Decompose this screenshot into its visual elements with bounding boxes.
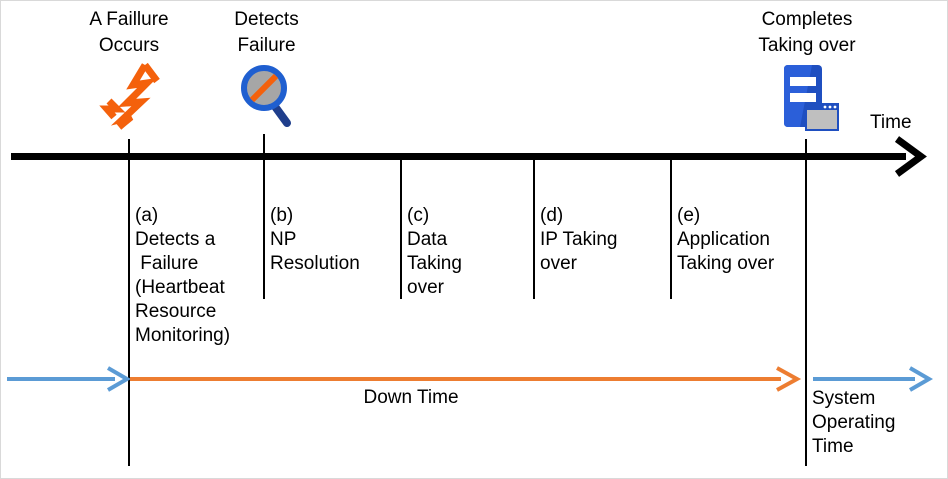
step-text-e: Application Taking over xyxy=(677,229,775,274)
left-operating-line xyxy=(7,377,115,381)
divider-line-e xyxy=(670,158,672,299)
time-axis-line xyxy=(11,153,906,160)
divider-line-c xyxy=(400,158,402,299)
step-label-b: (b) NP Resolution xyxy=(270,204,360,276)
lightning-bolt-icon xyxy=(97,59,163,131)
divider-line-complete xyxy=(805,139,807,466)
down-time-arrowhead xyxy=(776,366,802,392)
system-operating-time-label: System Operating Time xyxy=(812,388,896,457)
step-text-b: NP Resolution xyxy=(270,229,360,274)
heading-detects-failure: Detects Failure xyxy=(234,9,299,56)
right-operating-line xyxy=(813,377,915,381)
divider-line-d xyxy=(533,158,535,299)
down-time-label: Down Time xyxy=(363,387,459,408)
step-label-a: (a) Detects a Failure (Heartbeat Resource… xyxy=(135,204,230,348)
step-label-c: (c) Data Taking over xyxy=(407,204,462,300)
step-key-c: (c) xyxy=(407,205,430,226)
step-text-a: Detects a Failure (Heartbeat Resource Mo… xyxy=(135,229,231,346)
divider-line-b xyxy=(263,134,265,299)
step-text-d: IP Taking over xyxy=(540,229,618,274)
step-key-a: (a) xyxy=(135,205,159,226)
step-key-e: (e) xyxy=(677,205,701,226)
step-key-d: (d) xyxy=(540,205,564,226)
axis-label-time: Time xyxy=(870,112,912,133)
step-label-e: (e) Application Taking over xyxy=(677,204,774,276)
right-operating-arrowhead xyxy=(908,366,933,392)
divider-line-a xyxy=(128,139,130,466)
step-key-b: (b) xyxy=(270,205,294,226)
left-operating-arrowhead xyxy=(106,366,131,392)
down-time-line xyxy=(130,377,781,381)
server-icon xyxy=(780,63,842,135)
heading-completes-taking-over: Completes Taking over xyxy=(758,9,856,56)
step-label-d: (d) IP Taking over xyxy=(540,204,617,276)
time-axis-arrowhead xyxy=(894,136,927,177)
magnifier-icon xyxy=(237,61,299,133)
heading-failure-occurs: A Faillure Occurs xyxy=(89,9,169,56)
step-text-c: Data Taking over xyxy=(407,229,462,298)
